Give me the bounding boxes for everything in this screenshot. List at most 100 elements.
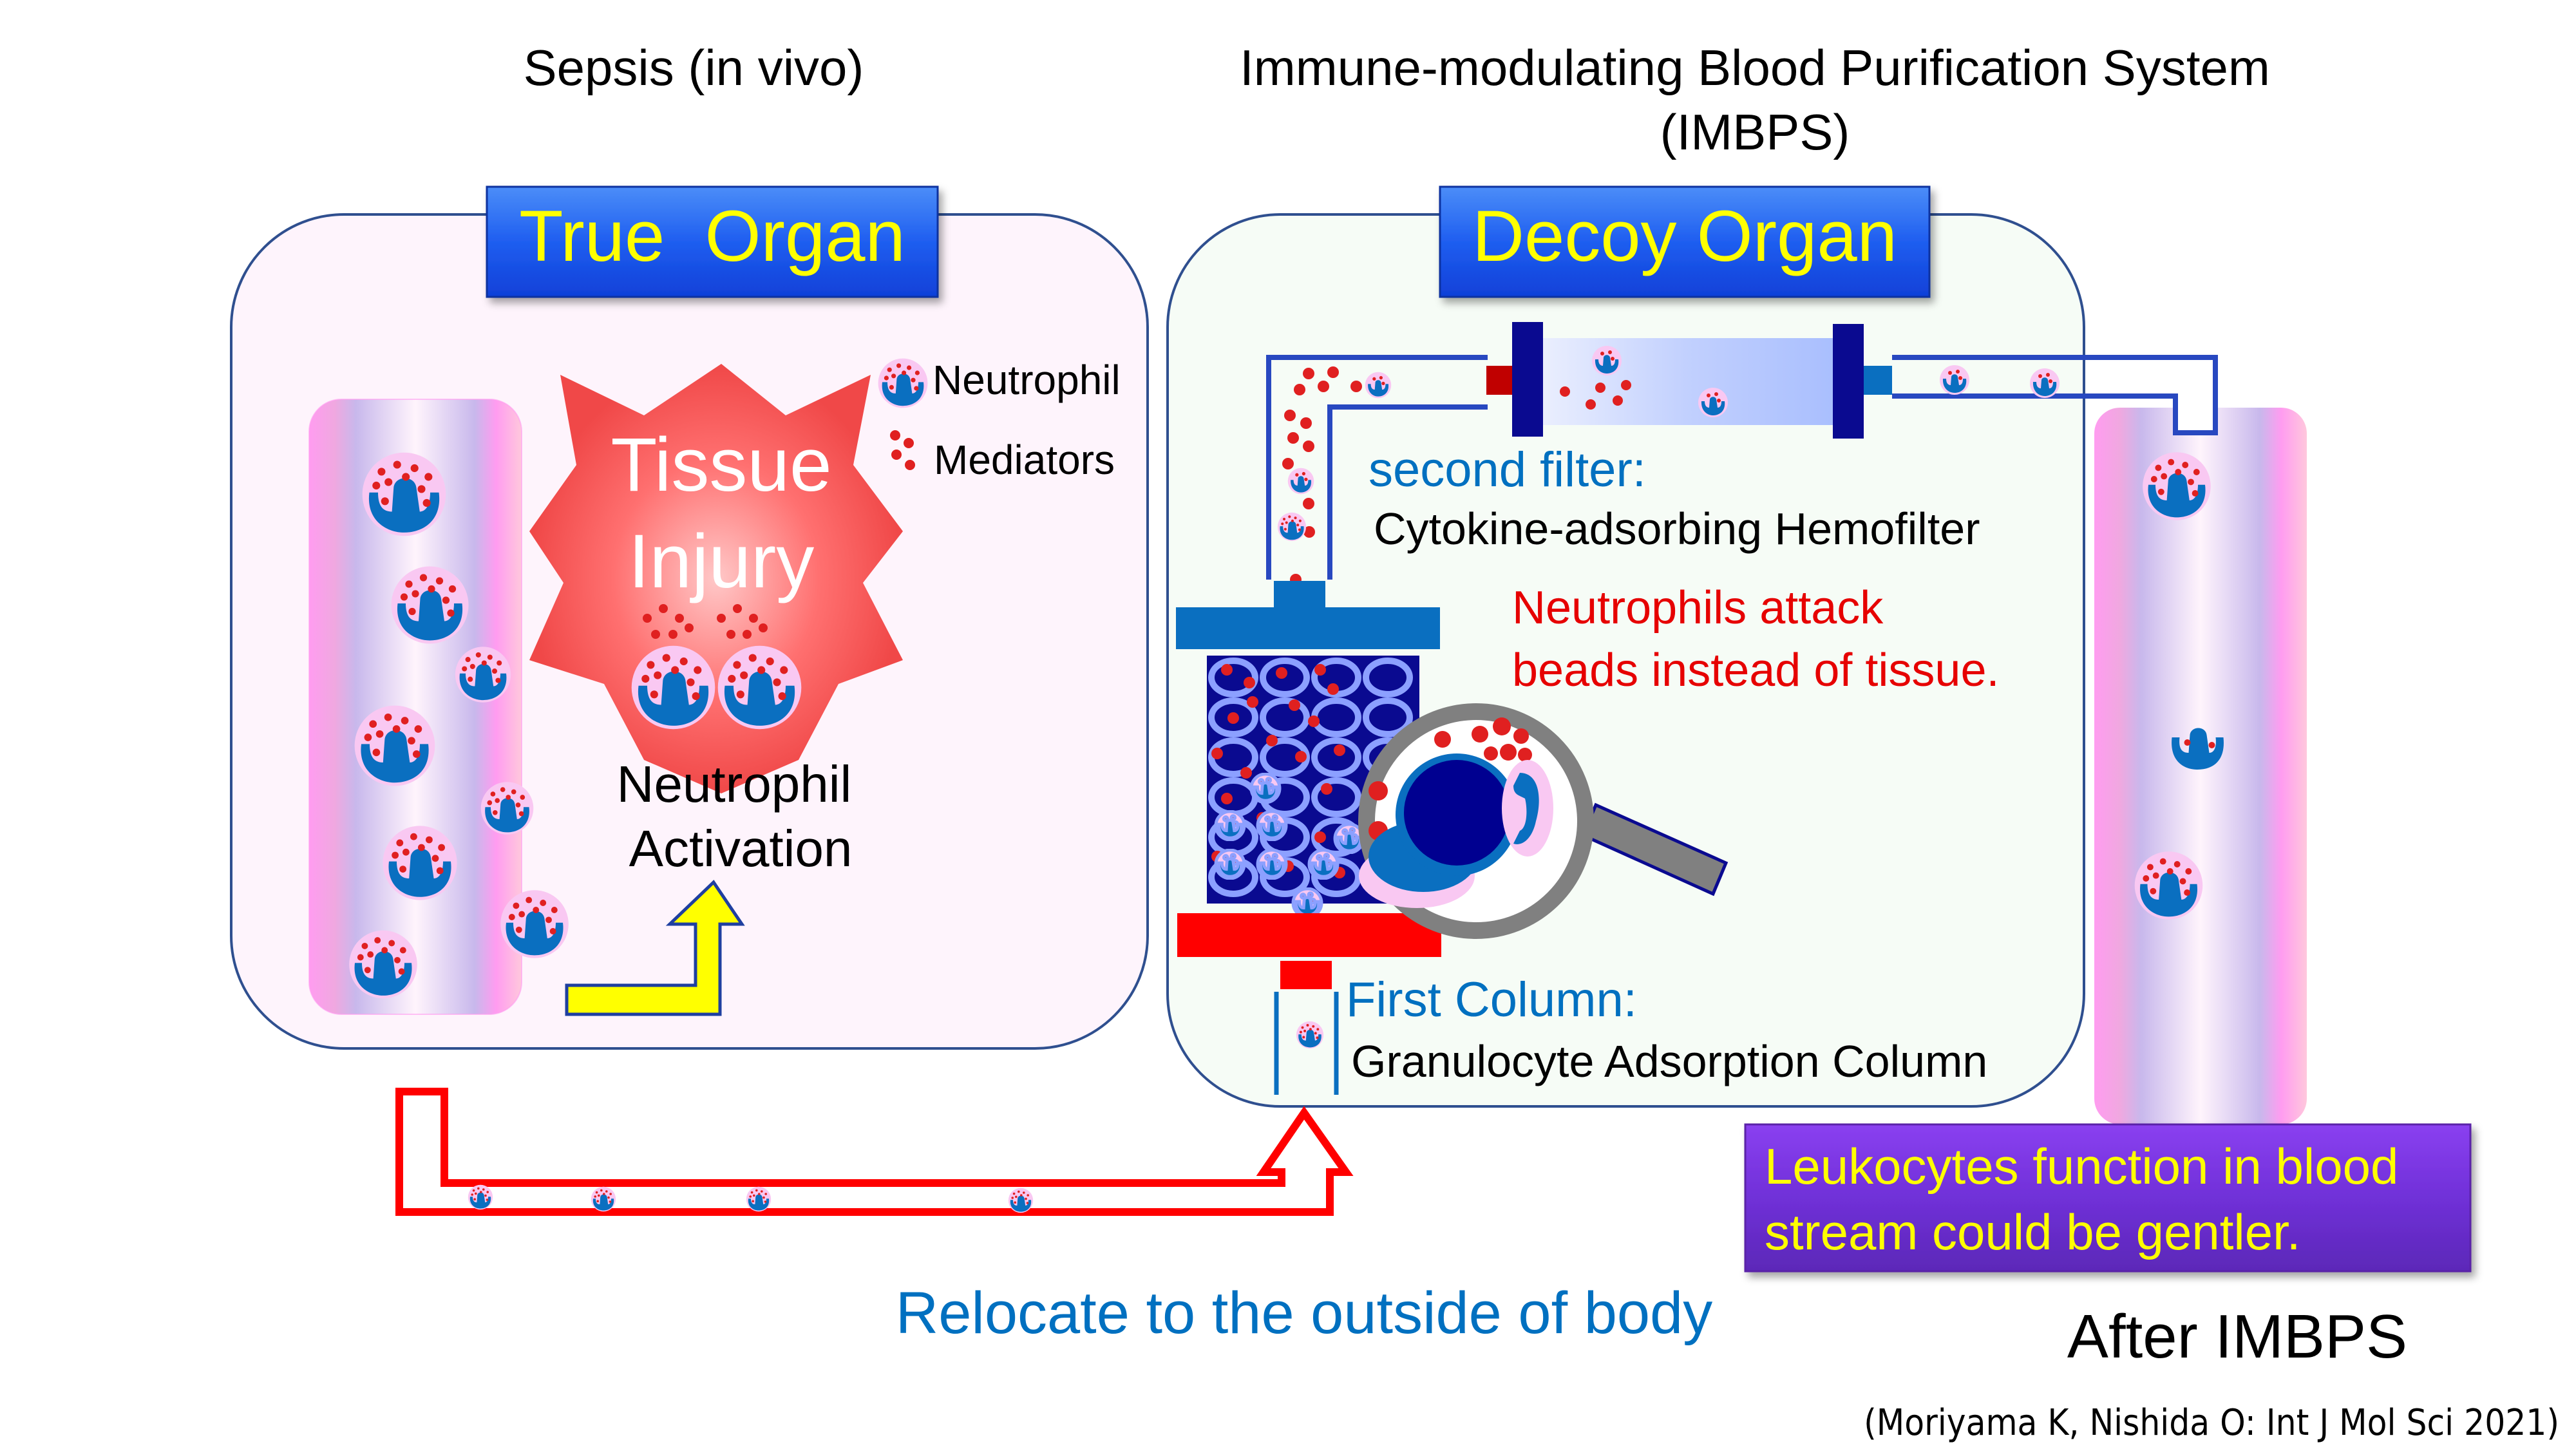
first-column-description: Granulocyte Adsorption Column: [1351, 1036, 1987, 1086]
second-filter-description: Cytokine-adsorbing Hemofilter: [1374, 504, 1980, 554]
activated-neutrophil-icon: [717, 645, 802, 730]
mediator-dot: [1244, 677, 1255, 688]
neutrophil-icon: [2030, 368, 2060, 398]
mediator-dot: [1321, 783, 1332, 795]
decoy-organ-panel: second filter: Cytokine-adsorbing Hemofi…: [1166, 213, 2085, 1108]
mediator-dot: [1211, 748, 1223, 759]
neutrophil-icon: [1008, 1188, 1034, 1213]
mediator-dot: [1240, 767, 1252, 779]
mediator-dot: [1227, 712, 1239, 724]
adsorption-bead: [1208, 658, 1258, 697]
neutrophil-icon: [1698, 388, 1728, 417]
adsorbed-neutrophil-icon: [1258, 850, 1286, 878]
mediator-dot: [1221, 793, 1233, 804]
relocate-caption: Relocate to the outside of body: [896, 1280, 1712, 1346]
legend-neutrophil-label: Neutrophil: [933, 357, 1121, 403]
neutrophil-icon: [591, 1186, 616, 1212]
tissue-injury-label-line1: Tissue: [611, 422, 831, 507]
right-section-title-line1: Immune-modulating Blood Purification Sys…: [1240, 39, 2270, 96]
attack-note-line1: Neutrophils attack: [1512, 582, 1884, 634]
neutrophil-icon: [349, 930, 417, 999]
legend-mediators-label: Mediators: [934, 437, 1115, 483]
blood-vessel-left: [308, 399, 522, 1015]
adsorbed-neutrophil-icon: [1216, 850, 1244, 878]
adsorbed-neutrophil-icon: [1293, 889, 1321, 917]
decoy-organ-label-text: Decoy Organ: [1472, 196, 1897, 276]
cytokine-adsorbing-hemofilter: [1486, 322, 1892, 439]
true-organ-label: [486, 185, 939, 298]
neutrophil-icon: [1365, 372, 1392, 399]
second-filter-title: second filter:: [1368, 442, 1646, 497]
neutrophil-icon: [480, 782, 534, 835]
mediator-dot: [1289, 699, 1300, 711]
neutrophil-icon: [1287, 468, 1314, 495]
neutrophil-icon: [391, 566, 469, 644]
tissue-injury-shape: Tissue Injury: [529, 364, 903, 793]
callout-line2: stream could be gentler.: [1765, 1204, 2300, 1260]
mediator-dot: [1266, 735, 1278, 746]
adsorption-bead: [1260, 697, 1310, 737]
neutrophil-icon: [383, 826, 457, 900]
mediator-dot: [1276, 667, 1287, 679]
adsorption-bead: [1311, 658, 1361, 697]
adsorbed-neutrophil-icon: [1258, 811, 1286, 840]
extracorporeal-circuit-tube: [395, 1088, 1354, 1216]
decoy-organ-label: [1439, 185, 1931, 298]
right-section-title-line2: (IMBPS): [1660, 104, 1850, 160]
true-organ-label-text: True Organ: [519, 196, 905, 276]
mediator-dot: [1334, 744, 1345, 756]
after-imbps-label: After IMBPS: [2067, 1302, 2407, 1371]
tissue-injury-label-line2: Injury: [629, 519, 815, 604]
legend: Neutrophil Mediators: [878, 357, 1121, 483]
adsorption-bead: [1363, 697, 1413, 737]
adsorption-bead: [1208, 737, 1258, 777]
neutrophil-icon: [500, 890, 569, 958]
neutrophil-activation-line1: Neutrophil: [617, 755, 852, 813]
neutrophil-icon: [2134, 851, 2203, 920]
neutrophil-icon: [455, 647, 511, 703]
tube-column-to-filter: [1266, 355, 1488, 580]
neutrophil-activation-line2: Activation: [629, 820, 853, 877]
mediator-dot: [1314, 664, 1326, 676]
mediator-dot: [1221, 664, 1233, 676]
true-organ-panel: Tissue Injury Neutrophil Activation Neut…: [230, 213, 1149, 1050]
legend-neutrophil-icon: [878, 358, 928, 408]
adsorption-bead: [1311, 737, 1361, 777]
neutrophil-icon: [468, 1184, 493, 1210]
first-column-title: First Column:: [1346, 972, 1637, 1027]
mediator-dot: [1327, 683, 1339, 695]
blood-vessel-right: [2094, 396, 2307, 1124]
callout-line1: Leukocytes function in blood: [1765, 1138, 2398, 1195]
activation-arrow-icon: [565, 880, 745, 1016]
magnifying-glass-icon: [1358, 703, 1728, 939]
adsorption-bead: [1311, 777, 1361, 817]
adsorbed-neutrophil-icon: [1251, 774, 1280, 802]
legend-mediators-icon: [890, 430, 915, 470]
left-section-title: Sepsis (in vivo): [524, 39, 864, 96]
neutrophil-icon: [2143, 452, 2211, 520]
adsorption-bead: [1260, 658, 1310, 697]
column-outlet-connector: [1274, 581, 1325, 610]
adsorbed-neutrophil-icon: [1216, 811, 1244, 840]
mediator-dot: [1308, 715, 1320, 727]
mediator-release-dots: [643, 604, 768, 639]
activated-neutrophil-icon: [631, 645, 715, 730]
mediator-dot: [1247, 696, 1258, 708]
adsorption-bead: [1363, 658, 1413, 697]
neutrophil-icon: [362, 452, 446, 536]
neutrophil-icon: [1277, 512, 1307, 542]
neutrophil-icon: [354, 705, 435, 786]
neutrophil-icon: [1592, 346, 1622, 375]
tube-into-column: [1274, 992, 1339, 1095]
adsorbed-neutrophil-icon: [1309, 850, 1338, 878]
neutrophil-icon: [1296, 1021, 1324, 1049]
citation: (Moriyama K, Nishida O: Int J Mol Sci 20…: [1864, 1402, 2559, 1444]
adsorption-bead: [1260, 737, 1310, 777]
granulocyte-adsorption-column: [1176, 607, 1441, 989]
attack-note-line2: beads instead of tissue.: [1512, 645, 2000, 696]
neutrophil-icon: [746, 1186, 772, 1212]
mediator-dot: [1314, 831, 1326, 843]
tube-mediators: [1282, 366, 1362, 585]
neutrophil-icon: [1940, 365, 1969, 395]
